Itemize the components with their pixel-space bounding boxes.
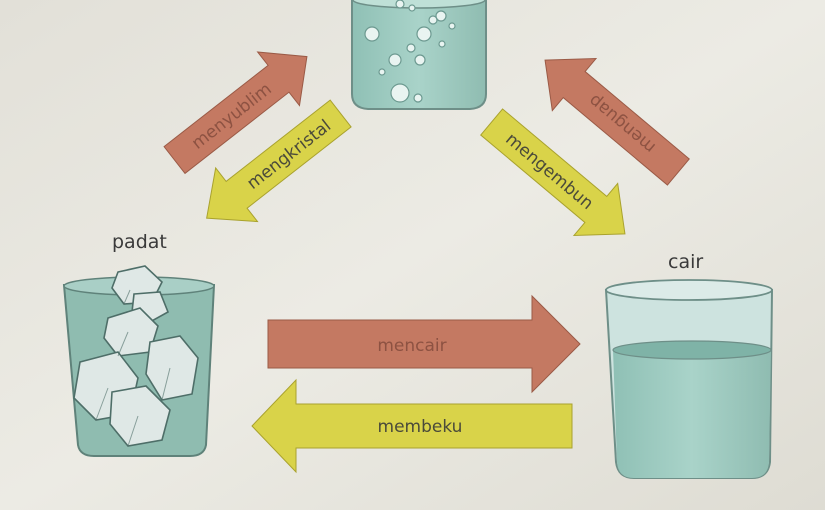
gas-bubbles	[364, 0, 456, 103]
solid-beaker	[62, 265, 216, 457]
liquid-state-label: cair	[668, 251, 703, 273]
solid-state-label: padat	[112, 231, 167, 253]
freezing-label: membeku	[378, 417, 463, 437]
freezing-arrow: membeku	[251, 378, 573, 474]
melting-label: mencair	[377, 336, 446, 356]
melting-arrow: mencair	[267, 294, 581, 394]
liquid-beaker	[604, 279, 774, 479]
gas-beaker	[351, 0, 487, 110]
ice-cubes	[73, 265, 199, 447]
